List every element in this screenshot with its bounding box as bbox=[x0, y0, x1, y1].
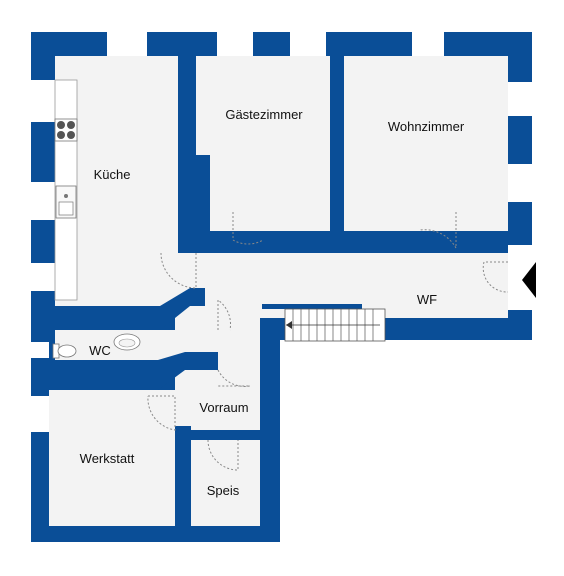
door-werkstatt bbox=[147, 395, 176, 431]
door-swings bbox=[147, 212, 509, 471]
stove-icon bbox=[54, 118, 78, 142]
door-vorraum bbox=[217, 369, 251, 387]
floor-speis bbox=[191, 440, 264, 526]
window-top-4 bbox=[412, 32, 444, 56]
label-speis: Speis bbox=[207, 483, 240, 498]
wall-gaeste-bottom-a bbox=[178, 231, 233, 253]
wall-gaeste-bottom-b bbox=[268, 231, 420, 253]
entrance-arrow-icon bbox=[522, 262, 536, 298]
label-wf: WF bbox=[417, 292, 437, 307]
kitchen-sink-icon bbox=[55, 185, 77, 219]
door-wc bbox=[217, 299, 231, 331]
label-wc: WC bbox=[89, 343, 111, 358]
floor-werkstatt bbox=[49, 390, 175, 526]
wall-wc-bottom bbox=[31, 352, 218, 390]
washbasin-icon bbox=[113, 333, 141, 351]
window-top-2 bbox=[217, 32, 253, 56]
label-gaestezimmer: Gästezimmer bbox=[225, 107, 303, 122]
wall-stair-rail bbox=[262, 304, 362, 309]
label-werkstatt: Werkstatt bbox=[80, 451, 135, 466]
floor-vorraum bbox=[175, 318, 260, 430]
window-left-3 bbox=[31, 263, 55, 291]
wall-kueche-gaeste bbox=[178, 56, 196, 252]
label-kueche: Küche bbox=[94, 167, 131, 182]
toilet-icon bbox=[52, 343, 77, 359]
label-wohnzimmer: Wohnzimmer bbox=[388, 119, 465, 134]
door-gaeste bbox=[232, 212, 264, 245]
label-vorraum: Vorraum bbox=[199, 400, 248, 415]
wall-gaeste-stub bbox=[196, 155, 210, 231]
door-speis bbox=[207, 439, 239, 471]
wall-gaeste-wohn bbox=[330, 56, 344, 231]
kitchen-fixtures bbox=[54, 79, 78, 301]
wall-vorraum-bottom-b bbox=[238, 430, 264, 440]
wall-vorraum-right bbox=[260, 340, 280, 542]
window-left-wc bbox=[31, 342, 49, 358]
window-top-1 bbox=[107, 32, 147, 56]
stair-arrowhead bbox=[286, 321, 292, 329]
window-top-3 bbox=[290, 32, 326, 56]
wall-vorraum-bottom-a bbox=[175, 430, 208, 440]
door-entrance bbox=[482, 261, 509, 293]
wall-kueche-bottom bbox=[31, 288, 205, 330]
floor-wohnzimmer bbox=[344, 56, 508, 231]
window-left-1 bbox=[31, 80, 55, 122]
windows bbox=[31, 32, 532, 432]
wall-vorraum-left bbox=[175, 426, 191, 542]
door-wohn bbox=[419, 212, 457, 250]
window-left-2 bbox=[31, 182, 55, 220]
window-left-werkstatt bbox=[31, 396, 49, 432]
wall-wohn-stub bbox=[456, 231, 474, 253]
staircase-icon bbox=[284, 308, 386, 342]
window-right-2 bbox=[508, 164, 532, 202]
window-right-1 bbox=[508, 82, 532, 116]
floor-gaestezimmer bbox=[196, 56, 330, 231]
door-kueche bbox=[160, 252, 197, 289]
